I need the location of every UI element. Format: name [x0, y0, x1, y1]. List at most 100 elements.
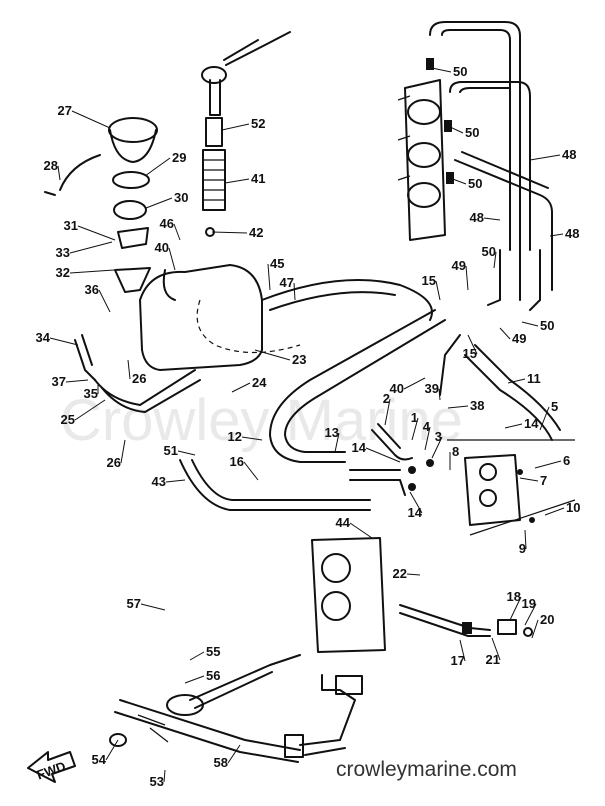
leader-line-67: [105, 739, 119, 761]
part-label: 28: [44, 158, 58, 173]
leader-line-63: [491, 637, 501, 661]
leader-line-16: [173, 223, 181, 241]
leader-line-25: [231, 382, 251, 393]
part-label: 8: [452, 444, 459, 459]
part-label: 57: [127, 596, 141, 611]
leader-line-11: [144, 157, 171, 177]
part-label: 51: [164, 443, 178, 458]
part-label: 18: [507, 589, 521, 604]
part-label: 41: [251, 171, 265, 186]
leader-line-18: [267, 263, 271, 291]
oil-tank-cap-parts: [44, 117, 158, 293]
leader-line-41: [384, 398, 391, 426]
part-label: 39: [425, 381, 439, 396]
leader-line-55: [165, 479, 186, 483]
leader-line-52: [524, 529, 527, 550]
leader-line-59: [509, 596, 522, 621]
crankcase-block: [311, 537, 533, 653]
part-label: 40: [155, 240, 169, 255]
leader-line-7: [224, 178, 250, 184]
part-label: 16: [230, 454, 244, 469]
leader-line-40: [504, 423, 523, 429]
leader-line-54: [243, 461, 259, 481]
part-label: 25: [61, 412, 75, 427]
leader-line-34: [467, 334, 478, 355]
part-label: 52: [251, 116, 265, 131]
part-label: 14: [524, 416, 539, 431]
part-label: 48: [470, 210, 484, 225]
leader-line-45: [241, 436, 263, 441]
part-label: 11: [527, 371, 541, 386]
leader-line-27: [120, 439, 126, 464]
leader-line-56: [177, 450, 196, 456]
leader-line-65: [189, 651, 205, 661]
part-label: 12: [228, 429, 242, 444]
leader-line-42: [411, 417, 419, 441]
fuel-filter-assembly: [371, 423, 576, 536]
part-label: 3: [435, 429, 442, 444]
carburetor-assembly: [397, 79, 446, 241]
leader-lines: [49, 67, 565, 783]
part-label: 48: [565, 226, 579, 241]
leader-line-1: [447, 125, 464, 134]
part-label: 50: [465, 125, 479, 140]
leader-line-68: [163, 769, 166, 783]
leader-line-53: [409, 491, 423, 514]
part-label: 50: [468, 176, 482, 191]
part-label: 45: [270, 256, 284, 271]
part-label: 36: [85, 282, 99, 297]
part-label: 6: [563, 453, 570, 468]
leader-line-47: [365, 447, 401, 463]
leader-line-0: [431, 67, 452, 73]
leader-line-20: [98, 289, 111, 313]
leader-line-38: [507, 378, 526, 384]
part-label: 35: [84, 386, 98, 401]
part-label: 22: [393, 566, 407, 581]
leader-line-44: [431, 436, 443, 459]
leader-line-15: [69, 269, 115, 274]
leader-line-37: [447, 405, 469, 409]
part-label: 2: [383, 391, 390, 406]
leader-line-31: [493, 251, 497, 269]
leader-line-62: [459, 639, 466, 662]
leader-line-29: [435, 280, 441, 301]
leader-line-46: [334, 432, 340, 453]
part-label: 47: [280, 275, 294, 290]
part-label: 42: [249, 225, 263, 240]
leader-line-30: [465, 265, 469, 291]
leader-line-64: [140, 603, 166, 611]
leader-line-32: [521, 321, 539, 327]
leader-line-66: [184, 675, 205, 684]
leader-line-2: [449, 177, 467, 185]
leader-line-5: [549, 233, 564, 237]
watermark: Crowley Marine: [60, 388, 463, 453]
part-label: 17: [451, 653, 465, 668]
leader-line-4: [483, 217, 501, 221]
leader-line-51: [544, 507, 565, 516]
leader-line-22: [65, 379, 89, 383]
part-label: 44: [336, 515, 351, 530]
part-label: 50: [453, 64, 467, 79]
leader-line-9: [71, 110, 111, 129]
part-label: 21: [486, 652, 500, 667]
part-label: 34: [36, 330, 51, 345]
leader-line-3: [529, 154, 561, 161]
leader-line-35: [403, 377, 426, 390]
part-label: 50: [482, 244, 496, 259]
leader-line-12: [145, 197, 173, 209]
leader-line-60: [524, 603, 537, 626]
leader-line-36: [438, 388, 441, 401]
part-label: 9: [519, 541, 526, 556]
leader-line-33: [499, 327, 511, 340]
part-label: 14: [352, 440, 367, 455]
fuel-pump-tower: [201, 31, 291, 237]
part-label: 5: [551, 399, 558, 414]
part-label: 49: [452, 258, 466, 273]
breather-hoses: [426, 21, 553, 311]
part-label: 20: [540, 612, 554, 627]
part-label: 26: [132, 371, 146, 386]
wiring-harness: [109, 654, 363, 763]
fwd-arrow: FWD: [27, 751, 76, 783]
part-label: 53: [150, 774, 164, 789]
